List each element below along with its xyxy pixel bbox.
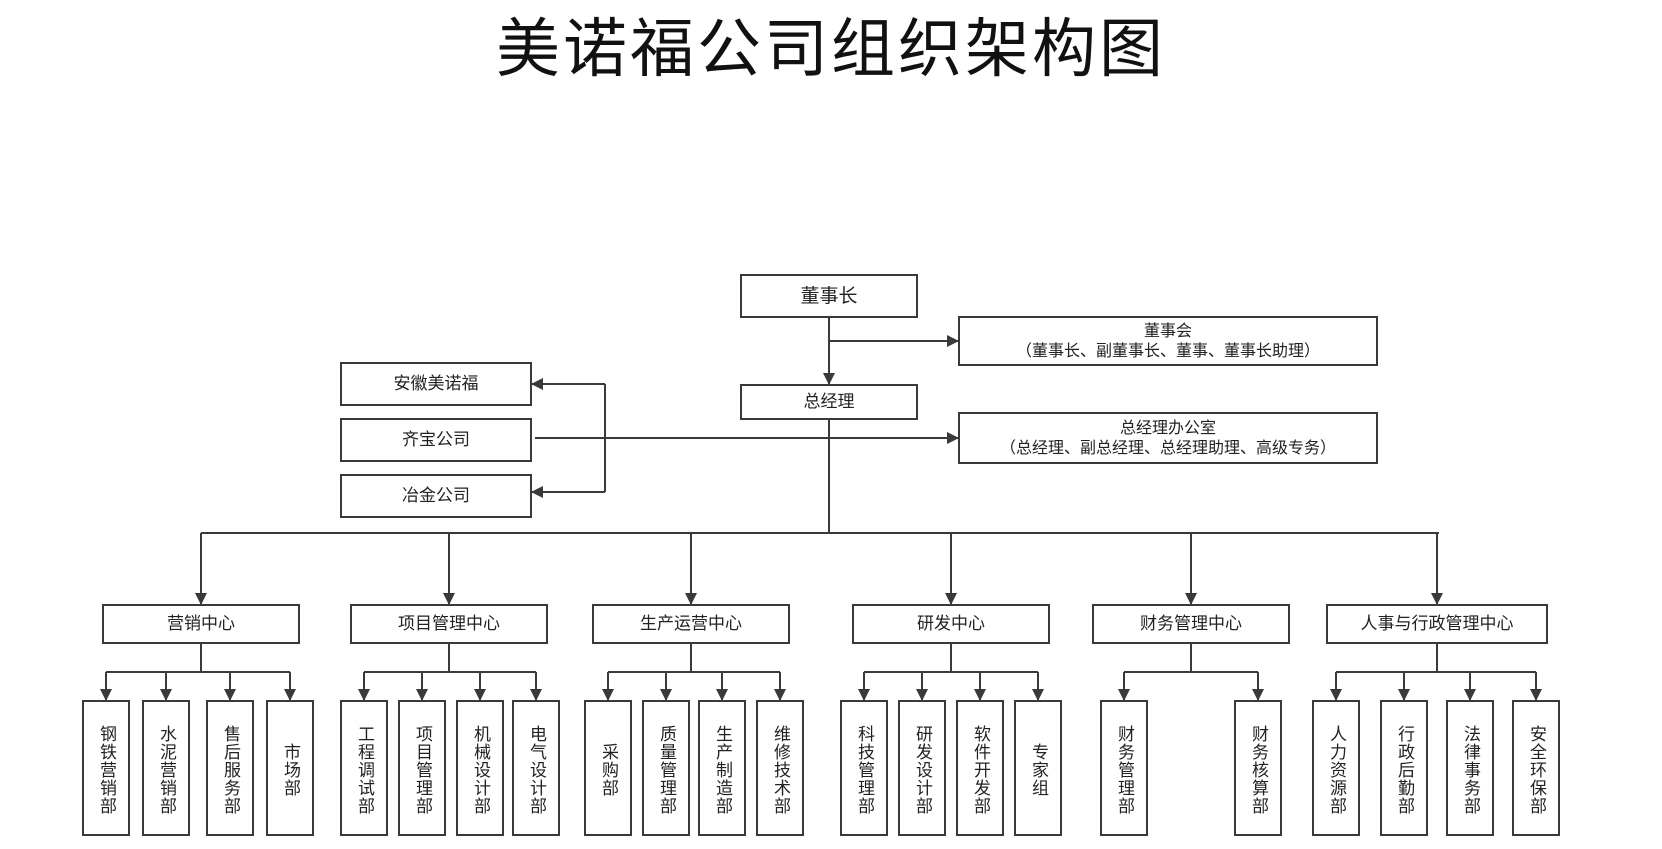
chairman-box: 董事长 [740,274,918,318]
dept-box: 软件开发部 [956,700,1004,836]
dept-box: 采购部 [584,700,632,836]
center-label: 生产运营中心 [640,613,742,634]
dept-label: 研发设计部 [912,725,932,815]
dept-box: 安全环保部 [1512,700,1560,836]
center-box-project: 项目管理中心 [350,604,548,644]
dept-label: 生产制造部 [712,725,732,815]
dept-box: 生产制造部 [698,700,746,836]
center-label: 财务管理中心 [1140,613,1242,634]
center-label: 研发中心 [917,613,985,634]
board-box: 董事会 （董事长、副董事长、董事、董事长助理） [958,316,1378,366]
gm-office-members: （总经理、副总经理、总经理助理、高级专务） [999,438,1336,457]
chairman-label: 董事长 [800,284,858,307]
dept-label: 财务管理部 [1114,725,1134,815]
dept-box: 售后服务部 [206,700,254,836]
dept-box: 维修技术部 [756,700,804,836]
gm-box: 总经理 [740,384,918,420]
dept-box: 电气设计部 [512,700,560,836]
dept-label: 人力资源部 [1326,725,1346,815]
dept-label: 安全环保部 [1526,725,1546,815]
dept-label: 软件开发部 [970,725,990,815]
gm-office-box: 总经理办公室 （总经理、副总经理、总经理助理、高级专务） [958,412,1378,464]
dept-box: 人力资源部 [1312,700,1360,836]
dept-box: 钢铁营销部 [82,700,130,836]
center-label: 营销中心 [167,613,235,634]
dept-label: 机械设计部 [470,725,490,815]
dept-label: 水泥营销部 [156,725,176,815]
center-box-hr-admin: 人事与行政管理中心 [1326,604,1548,644]
dept-label: 钢铁营销部 [96,725,116,815]
center-box-finance: 财务管理中心 [1092,604,1290,644]
subsidiary-label: 安徽美诺福 [393,373,479,394]
dept-box: 工程调试部 [340,700,388,836]
dept-box: 行政后勤部 [1380,700,1428,836]
dept-label: 质量管理部 [656,725,676,815]
dept-box: 专家组 [1014,700,1062,836]
board-members: （董事长、副董事长、董事、董事长助理） [1015,341,1320,360]
dept-label: 工程调试部 [354,725,374,815]
dept-label: 财务核算部 [1248,725,1268,815]
dept-label: 项目管理部 [412,725,432,815]
subsidiary-label: 冶金公司 [402,485,470,506]
dept-label: 科技管理部 [854,725,874,815]
chart-title: 美诺福公司组织架构图 [496,13,1166,87]
dept-label: 行政后勤部 [1394,725,1414,815]
dept-label: 采购部 [598,743,618,797]
board-name: 董事会 [1143,321,1192,340]
dept-box: 水泥营销部 [142,700,190,836]
dept-label: 市场部 [280,743,300,797]
dept-label: 售后服务部 [220,725,240,815]
center-box-rnd: 研发中心 [852,604,1050,644]
dept-box: 研发设计部 [898,700,946,836]
dept-box: 财务核算部 [1234,700,1282,836]
subsidiary-label: 齐宝公司 [402,429,470,450]
dept-box: 机械设计部 [456,700,504,836]
dept-box: 法律事务部 [1446,700,1494,836]
dept-box: 项目管理部 [398,700,446,836]
gm-office-name: 总经理办公室 [1119,418,1216,437]
subsidiary-box-metallurgy: 冶金公司 [340,474,532,518]
gm-label: 总经理 [803,391,855,412]
subsidiary-box-qibao: 齐宝公司 [340,418,532,462]
dept-box: 市场部 [266,700,314,836]
dept-label: 专家组 [1028,743,1048,797]
dept-label: 维修技术部 [770,725,790,815]
center-label: 项目管理中心 [398,613,500,634]
center-box-sales: 营销中心 [102,604,300,644]
dept-box: 财务管理部 [1100,700,1148,836]
dept-label: 法律事务部 [1460,725,1480,815]
center-label: 人事与行政管理中心 [1360,613,1514,634]
subsidiary-box-anhui: 安徽美诺福 [340,362,532,406]
dept-label: 电气设计部 [526,725,546,815]
dept-box: 科技管理部 [840,700,888,836]
dept-box: 质量管理部 [642,700,690,836]
center-box-production: 生产运营中心 [592,604,790,644]
